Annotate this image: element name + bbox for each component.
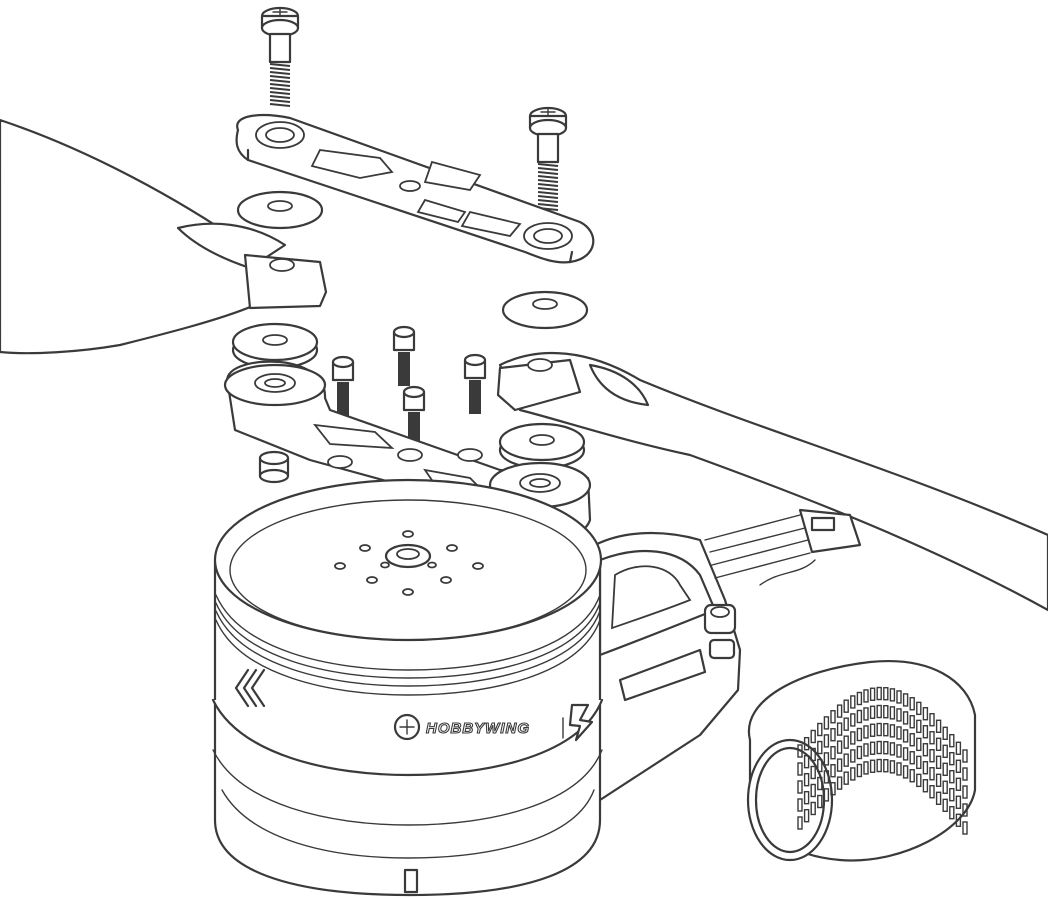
brand-logo: HOBBYWING (393, 703, 594, 742)
washer-mid-left (231, 322, 319, 370)
washer-upper-right (501, 290, 589, 330)
right-propeller-blade (496, 351, 1048, 612)
washer-upper-left (236, 190, 324, 230)
motor-arm (593, 508, 862, 802)
spacer-left (258, 450, 290, 484)
brand-logo-text: HOBBYWING (426, 720, 530, 737)
socket-screw-2 (392, 325, 416, 386)
socket-screw-3 (463, 353, 487, 414)
left-propeller-blade (0, 118, 328, 355)
top-clamp-plate (235, 114, 595, 264)
socket-screw-1 (331, 355, 355, 416)
motor-body (211, 478, 604, 897)
rotor-sleeve (746, 660, 977, 862)
washer-mid-right (498, 422, 586, 470)
top-screw-left (260, 6, 300, 107)
chevron-left-icon (234, 668, 266, 708)
top-screw-right (528, 106, 568, 211)
